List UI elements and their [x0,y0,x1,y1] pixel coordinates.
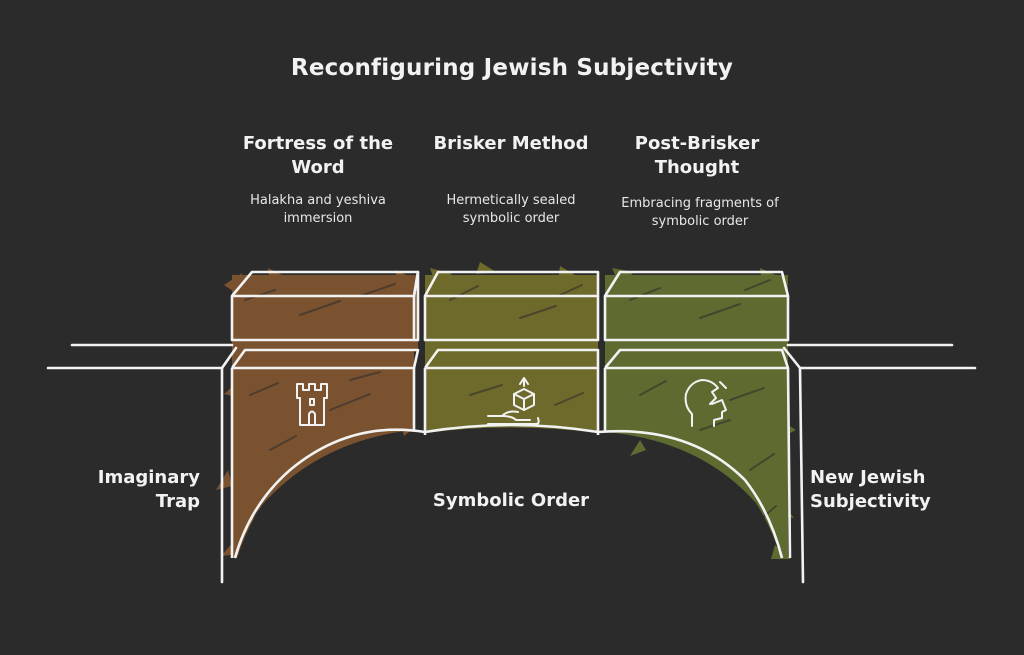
label-imaginary-trap: Imaginary Trap [97,467,200,512]
pillar-desc-brisker: Hermetically sealed symbolic order [446,193,576,226]
pillar-title-brisker: Brisker Method [433,133,589,154]
label-new-jewish-subjectivity: New Jewish Subjectivity [810,467,931,512]
beam-lines [46,343,977,370]
pillar-desc-post-brisker: Embracing fragments of symbolic order [621,196,779,229]
pillar-fill-fortress [216,268,418,558]
pillar-title-fortress: Fortress of the Word [242,133,394,178]
pillar-title-post-brisker: Post-Brisker Thought [634,133,760,178]
pillar-desc-fortress: Halakha and yeshiva immersion [250,193,386,226]
label-symbolic-order: Symbolic Order [432,490,590,511]
castle-icon [296,383,328,426]
pillar-outlines [230,270,792,559]
pillar-fill-brisker [425,262,598,433]
bridge-supports [220,346,805,584]
broken-head-icon [684,379,727,427]
hand-holding-box-icon [487,377,540,425]
pillar-fill-post-brisker [605,268,796,559]
diagram-title: Reconfiguring Jewish Subjectivity [290,55,734,81]
